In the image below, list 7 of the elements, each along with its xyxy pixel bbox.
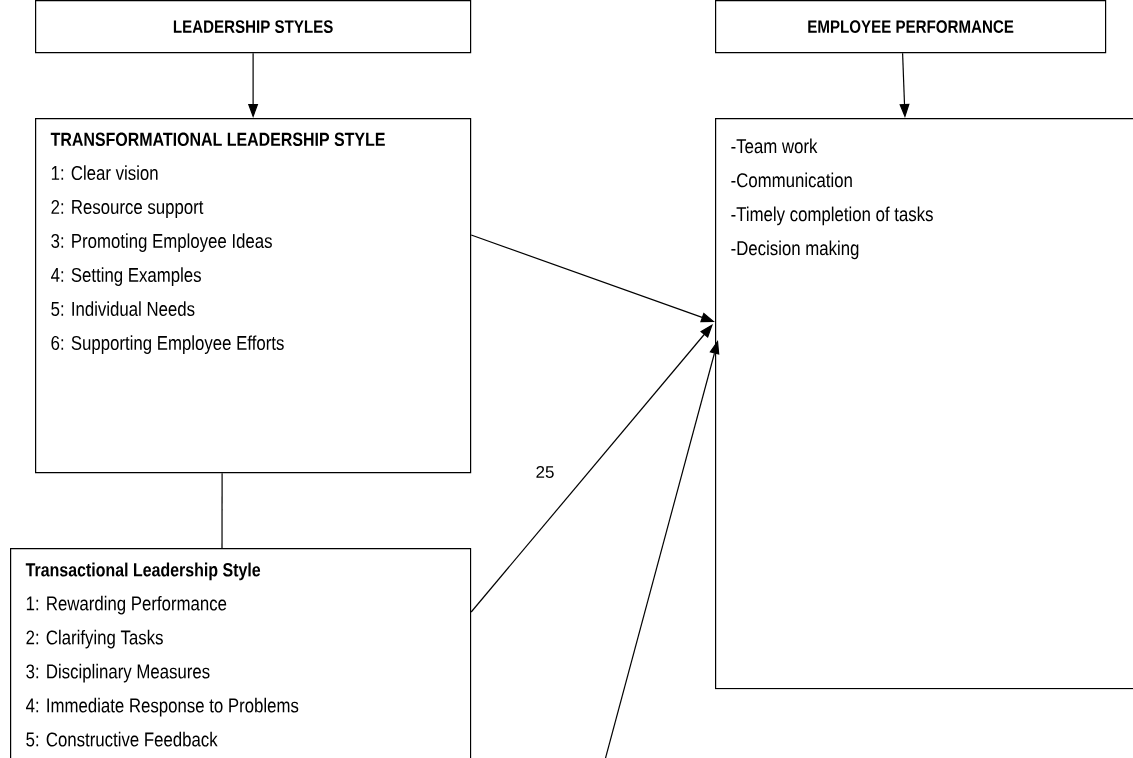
heading-box: EMPLOYEE PERFORMANCE xyxy=(715,0,1107,54)
arrow xyxy=(470,324,713,613)
page-number: 25 xyxy=(536,466,554,478)
list-box: -Team work -Communication -Timely completion of tasks -Decision making xyxy=(715,118,1133,690)
list-box: Transactional Leadership Style 1: Rewarding Performance 2: Clarifying Tasks 3: Disciplinary Measures 4: Immediate Response to Problems 5: Constructive Feedback xyxy=(10,548,472,758)
heading-box: LEADERSHIP STYLES xyxy=(35,0,472,54)
list-box: TRANSFORMATIONAL LEADERSHIP STYLE 1: Clear vision 2: Resource support 3: Promoting Employee Ideas 4: Setting Examples 5: Individual Needs 6: Supporting Employee Efforts xyxy=(35,118,472,474)
